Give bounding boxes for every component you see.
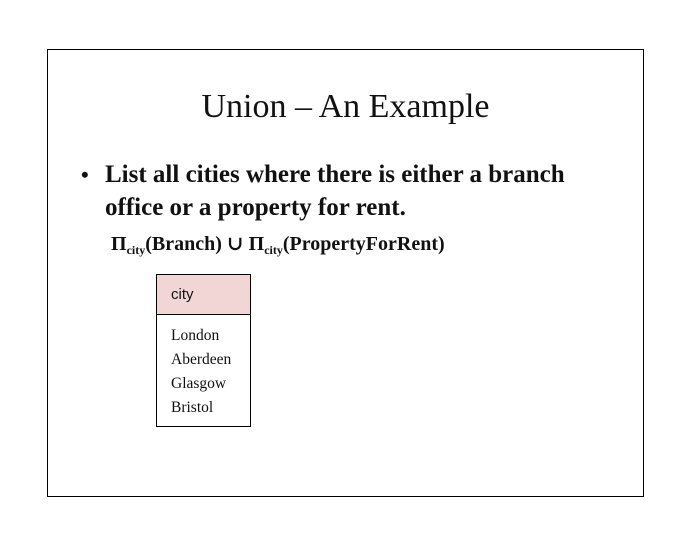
table-row: London [171,327,220,344]
table-row: Bristol [171,399,214,416]
relational-algebra-expression: Πcity(Branch) ∪ Πcity(PropertyForRent) [111,231,445,258]
slide: Union – An Example • List all cities whe… [47,49,644,497]
table-header-city: city [157,275,250,315]
table-row: Aberdeen [171,351,232,368]
union-symbol: ∪ [226,233,244,255]
relation-right: (PropertyForRent) [282,233,445,255]
result-table: city London Aberdeen Glasgow Bristol [156,274,251,427]
projection-symbol-right: Π [248,233,265,255]
bullet-marker: • [81,162,89,187]
projection-symbol-left: Π [111,233,127,255]
bullet-text: List all cities where there is either a … [105,161,565,221]
projection-attribute-left: city [126,243,146,257]
bullet-item: • List all cities where there is either … [81,158,621,224]
table-row: Glasgow [171,375,227,392]
table-body: London Aberdeen Glasgow Bristol [157,315,250,426]
relation-left: (Branch) [145,233,222,255]
projection-attribute-right: city [264,243,283,257]
slide-title: Union – An Example [201,88,490,125]
